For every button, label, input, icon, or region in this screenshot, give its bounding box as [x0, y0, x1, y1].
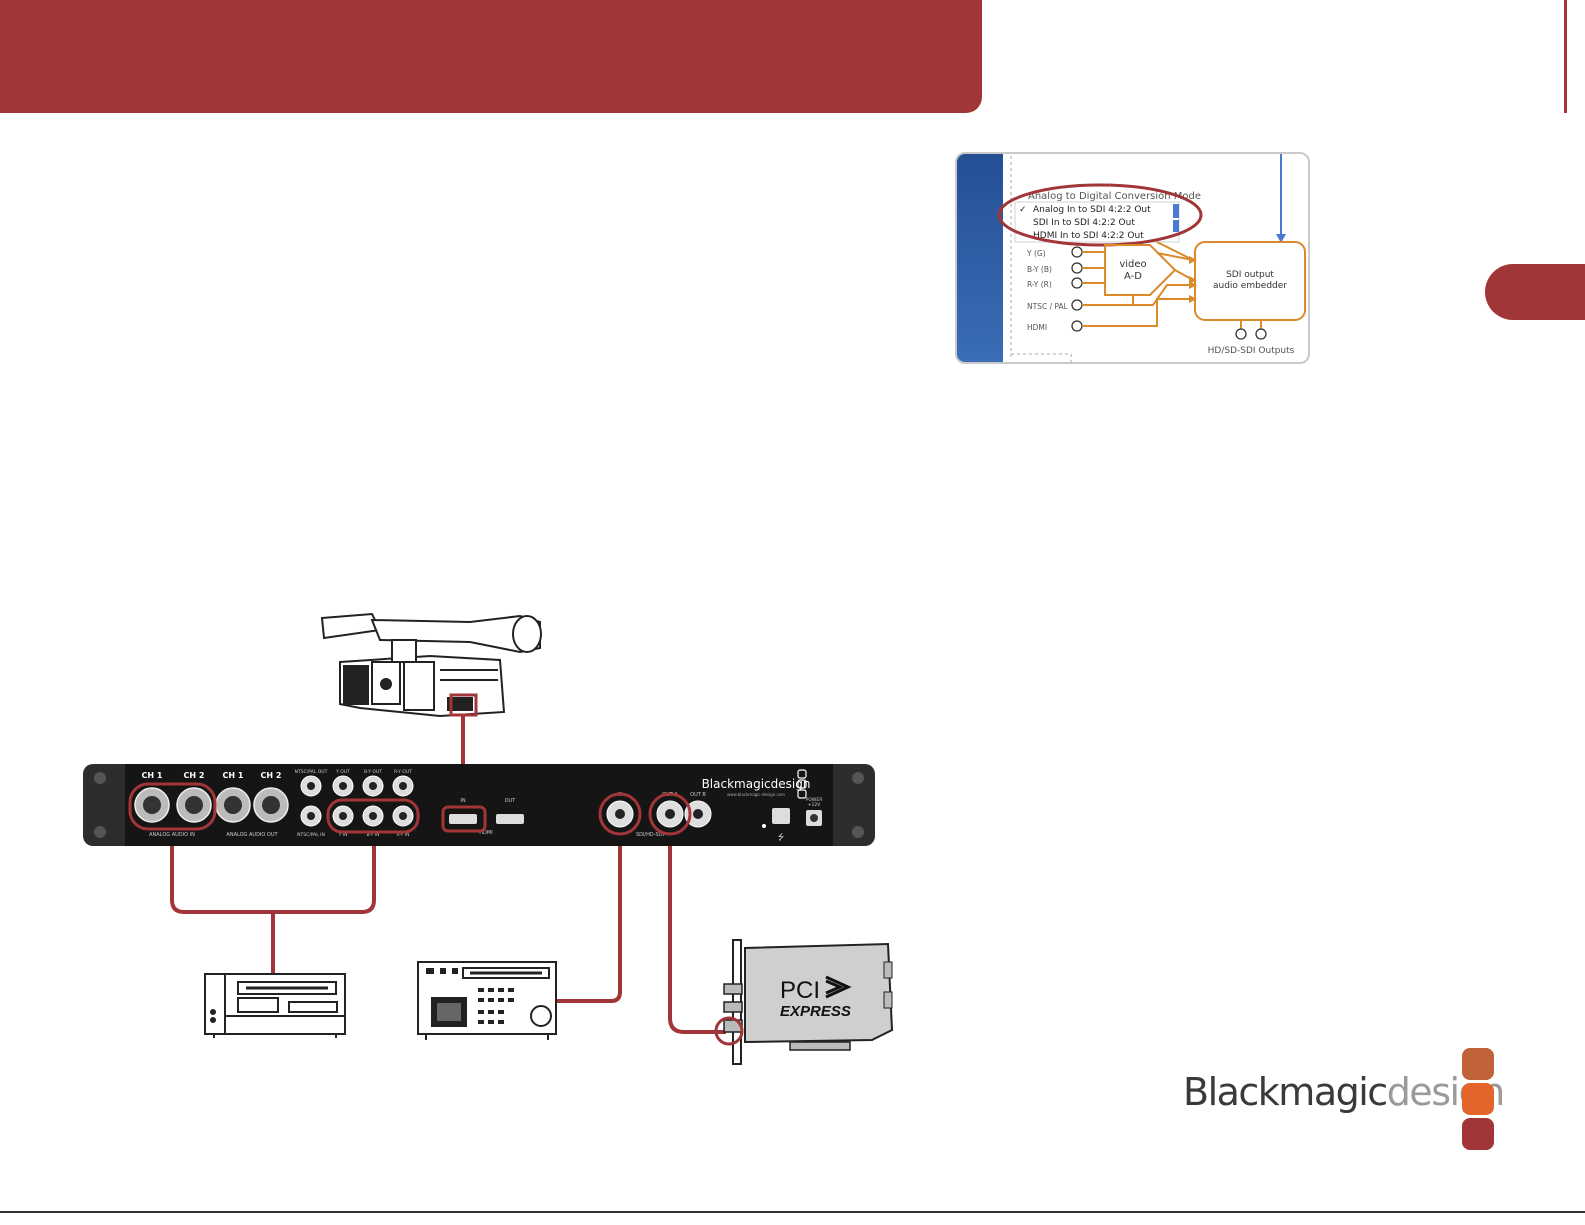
footer-rule [0, 1211, 1585, 1213]
pci-arrow-icon [825, 975, 852, 999]
xlr-pins [143, 796, 280, 814]
outputs-label: HD/SD-SDI Outputs [1208, 346, 1295, 356]
highlight-ellipse [997, 183, 1203, 247]
chapter-tab [1485, 264, 1585, 320]
audio-deck [204, 973, 346, 1038]
option-sdi-in[interactable]: SDI In to SDI 4:2:2 Out [1033, 218, 1135, 228]
input-label-y: Y (G) [1026, 249, 1046, 258]
power-label: POWER [806, 797, 823, 803]
logo-square-bottom [1462, 1118, 1494, 1150]
converter-label: video [1119, 259, 1146, 270]
hdmi-label: HDMI [479, 830, 492, 836]
ntsc-in-label: NTSC/PAL IN [297, 832, 325, 838]
popup-menu [1014, 201, 1180, 243]
option-analog-in[interactable]: Analog In to SDI 4:2:2 Out [1033, 205, 1151, 215]
analog-audio-out-label: ANALOG AUDIO OUT [226, 832, 278, 838]
video-deck [417, 961, 557, 1040]
hdmi-out-port [496, 814, 524, 824]
embedder-label-2: audio embedder [1213, 281, 1287, 291]
xlr-ch2-out-label: CH 2 [261, 771, 282, 780]
sdi-out-b-label: OUT B [690, 792, 706, 798]
hdmi-in-port [449, 814, 477, 824]
output-connector [1255, 328, 1267, 340]
arrow-head [1189, 281, 1197, 289]
embedder-label: SDI output [1226, 270, 1274, 280]
xlr-ch2-in-label: CH 2 [184, 771, 205, 780]
logo-square-top [1462, 1048, 1494, 1080]
arrow-head [1189, 256, 1197, 264]
cables [170, 715, 726, 1034]
ry-out-label: R-Y OUT [394, 769, 412, 775]
ntsc-out-label: NTSC/PAL OUT [295, 769, 328, 775]
connection-diagram: CH 1 CH 2 CH 1 CH 2 ANALOG AUDIO IN ANAL… [83, 612, 894, 1065]
edge-mark [1564, 0, 1567, 113]
conversion-mode-dialog: Analog to Digital Conversion Mode ✓ Anal… [955, 152, 1310, 364]
power-voltage: +12V [808, 802, 821, 808]
bnc-centers [307, 782, 703, 820]
logo-square-middle [1462, 1083, 1494, 1115]
xlr-ch1-out-label: CH 1 [223, 771, 244, 780]
xlr-ch1-in-label: CH 1 [142, 771, 163, 780]
by-out-label: B-Y OUT [364, 769, 382, 775]
usb-icon: ⭍ [778, 833, 785, 842]
block-diagram: Analog to Digital Conversion Mode ✓ Anal… [997, 154, 1306, 362]
hdmi-in-label: IN [460, 798, 465, 804]
popup-scroll [1173, 220, 1179, 232]
analog-audio-in-label: ANALOG AUDIO IN [149, 832, 195, 838]
mini-converter-rack: CH 1 CH 2 CH 1 CH 2 ANALOG AUDIO IN ANAL… [83, 764, 875, 846]
logo-bold: Blackmagic [1183, 1070, 1388, 1114]
input-label-hdmi: HDMI [1027, 323, 1047, 332]
check-mark: ✓ [1019, 205, 1027, 215]
pci-label: PCI [780, 977, 820, 1004]
usb-port [772, 808, 790, 824]
power-led [762, 824, 766, 828]
express-label: EXPRESS [780, 1003, 851, 1020]
sdi-label: SDI/HD-SDI [636, 832, 664, 838]
header-banner [0, 0, 982, 113]
dialog-sidebar [957, 154, 1003, 362]
camcorder [320, 612, 542, 718]
arrow-head [1189, 295, 1197, 303]
arrow-head [1276, 234, 1286, 243]
hdmi-out-label: OUT [505, 798, 517, 804]
input-label-ry: R-Y (R) [1027, 280, 1052, 289]
input-connectors [1071, 246, 1083, 332]
port-highlights [128, 782, 692, 836]
rack-url: www.blackmagic-design.com [727, 792, 785, 797]
blackmagic-logo-text: Blackmagicdesign [1183, 1070, 1505, 1114]
rack-brand: Blackmagicdesign [702, 777, 811, 791]
ry-in-label: R-Y IN [397, 832, 410, 838]
rack-logo-squares [797, 769, 807, 799]
option-hdmi-in[interactable]: HDMI In to SDI 4:2:2 Out [1033, 231, 1144, 241]
output-connector [1235, 328, 1247, 340]
pci-express-card: PCI EXPRESS [723, 939, 894, 1065]
sdi-card-port-highlight [714, 1016, 744, 1046]
menu-title: Analog to Digital Conversion Mode [1028, 191, 1201, 202]
y-out-label: Y OUT [335, 769, 350, 775]
input-label-by: B-Y (B) [1027, 265, 1052, 274]
input-label-ntsc: NTSC / PAL [1027, 302, 1069, 311]
y-in-label: Y IN [338, 832, 348, 838]
popup-scroll [1173, 204, 1179, 218]
converter-label-2: A-D [1124, 271, 1142, 282]
by-in-label: B-Y IN [366, 832, 379, 838]
